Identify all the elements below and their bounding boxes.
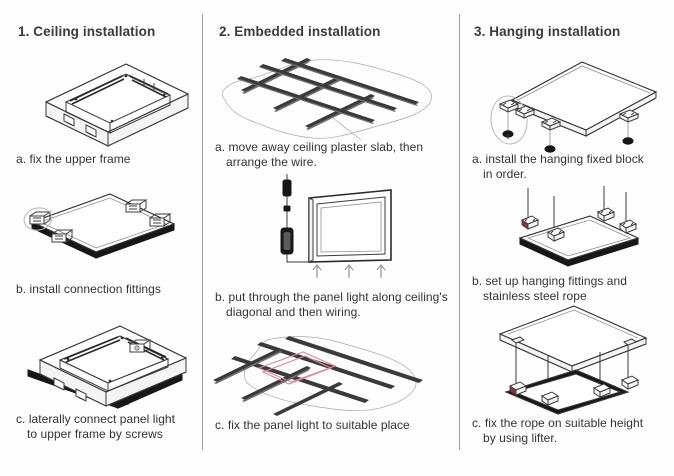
- figure-slab-with-fixed-blocks: [470, 48, 670, 153]
- hanging-fitting: [540, 391, 560, 406]
- hanging-fitting: [596, 207, 616, 222]
- caption-text-continuation: to upper frame by screws: [27, 426, 163, 441]
- caption-text: b. install connection fittings: [16, 282, 161, 296]
- figure-panel-with-ropes: [472, 186, 668, 282]
- hanging-fixed-block: [490, 95, 528, 145]
- caption-text: a. install the hanging fixed block: [472, 152, 644, 166]
- figure-upper-frame-isometric: [8, 52, 198, 147]
- hanging-fixed-block: [540, 117, 562, 153]
- caption-embedded-step-c: c. fix the panel light to suitable place: [215, 418, 457, 433]
- column-ceiling-installation: 1. Ceiling installation: [0, 0, 202, 476]
- caption-text: c. laterally connect panel light: [16, 412, 176, 426]
- caption-text: a. move away ceiling plaster slab, then: [215, 140, 424, 154]
- column-divider-1: [202, 14, 203, 450]
- caption-hanging-step-b: b. set up hanging fittings and stainless…: [472, 274, 674, 303]
- slab-fitting: [622, 338, 638, 346]
- hanging-fitting-highlighted: [520, 215, 540, 230]
- column-hanging-installation: 3. Hanging installation: [460, 0, 674, 476]
- caption-hanging-step-c: c. fix the rope on suitable height by us…: [472, 416, 674, 445]
- caption-hanging-step-a: a. install the hanging fixed block in or…: [472, 152, 672, 181]
- caption-text-continuation: in order.: [483, 166, 527, 181]
- caption-ceiling-step-a: a. fix the upper frame: [16, 152, 196, 167]
- hanging-fitting: [620, 375, 640, 390]
- figure-panel-into-frame-isometric: [10, 312, 200, 412]
- connection-fitting: [51, 229, 74, 243]
- figure-panel-with-driver-and-arrows: [265, 172, 415, 280]
- connection-fitting: [149, 213, 172, 227]
- caption-text-continuation: by using lifter.: [483, 430, 558, 445]
- column-divider-2: [459, 14, 460, 450]
- hanging-fitting: [546, 227, 566, 242]
- figure-ceiling-grid-isometric: [211, 48, 443, 144]
- hanging-fitting-highlighted: [508, 381, 528, 396]
- hanging-fitting: [618, 219, 638, 234]
- upward-arrow: [376, 263, 386, 278]
- caption-text: c. fix the panel light to suitable place: [215, 418, 410, 432]
- caption-ceiling-step-c: c. laterally connect panel light to uppe…: [16, 412, 202, 441]
- column-title-hanging: 3. Hanging installation: [474, 24, 621, 39]
- caption-text: a. fix the upper frame: [16, 152, 131, 166]
- hanging-fixed-block: [618, 109, 640, 145]
- column-title-ceiling: 1. Ceiling installation: [18, 24, 156, 39]
- figure-panel-fitted-in-grid: [207, 326, 445, 420]
- connection-fitting-highlighted: [23, 207, 53, 231]
- column-title-embedded: 2. Embedded installation: [219, 24, 381, 39]
- caption-ceiling-step-b: b. install connection fittings: [16, 282, 196, 297]
- column-embedded-installation: 2. Embedded installation: [203, 0, 459, 476]
- caption-text: b. put through the panel light along cei…: [215, 290, 448, 304]
- hanging-fixed-block: [514, 105, 536, 119]
- upward-arrow: [312, 263, 322, 278]
- caption-text-continuation: stainless steel rope: [483, 288, 587, 303]
- caption-embedded-step-b: b. put through the panel light along cei…: [215, 290, 457, 319]
- slab-fitting: [510, 336, 526, 344]
- caption-text: b. set up hanging fittings and: [472, 274, 627, 288]
- caption-text: c. fix the rope on suitable height: [472, 416, 644, 430]
- upward-arrow: [344, 263, 354, 278]
- hanging-fitting: [592, 383, 612, 398]
- figure-panel-with-fittings-isometric: [14, 186, 194, 266]
- caption-text-continuation: diagonal and then wiring.: [226, 304, 361, 319]
- connection-fitting: [125, 199, 148, 213]
- caption-text-continuation: arrange the wire.: [226, 154, 317, 169]
- caption-embedded-step-a: a. move away ceiling plaster slab, then …: [215, 140, 453, 169]
- figure-panel-suspended-below-slab: [478, 304, 668, 415]
